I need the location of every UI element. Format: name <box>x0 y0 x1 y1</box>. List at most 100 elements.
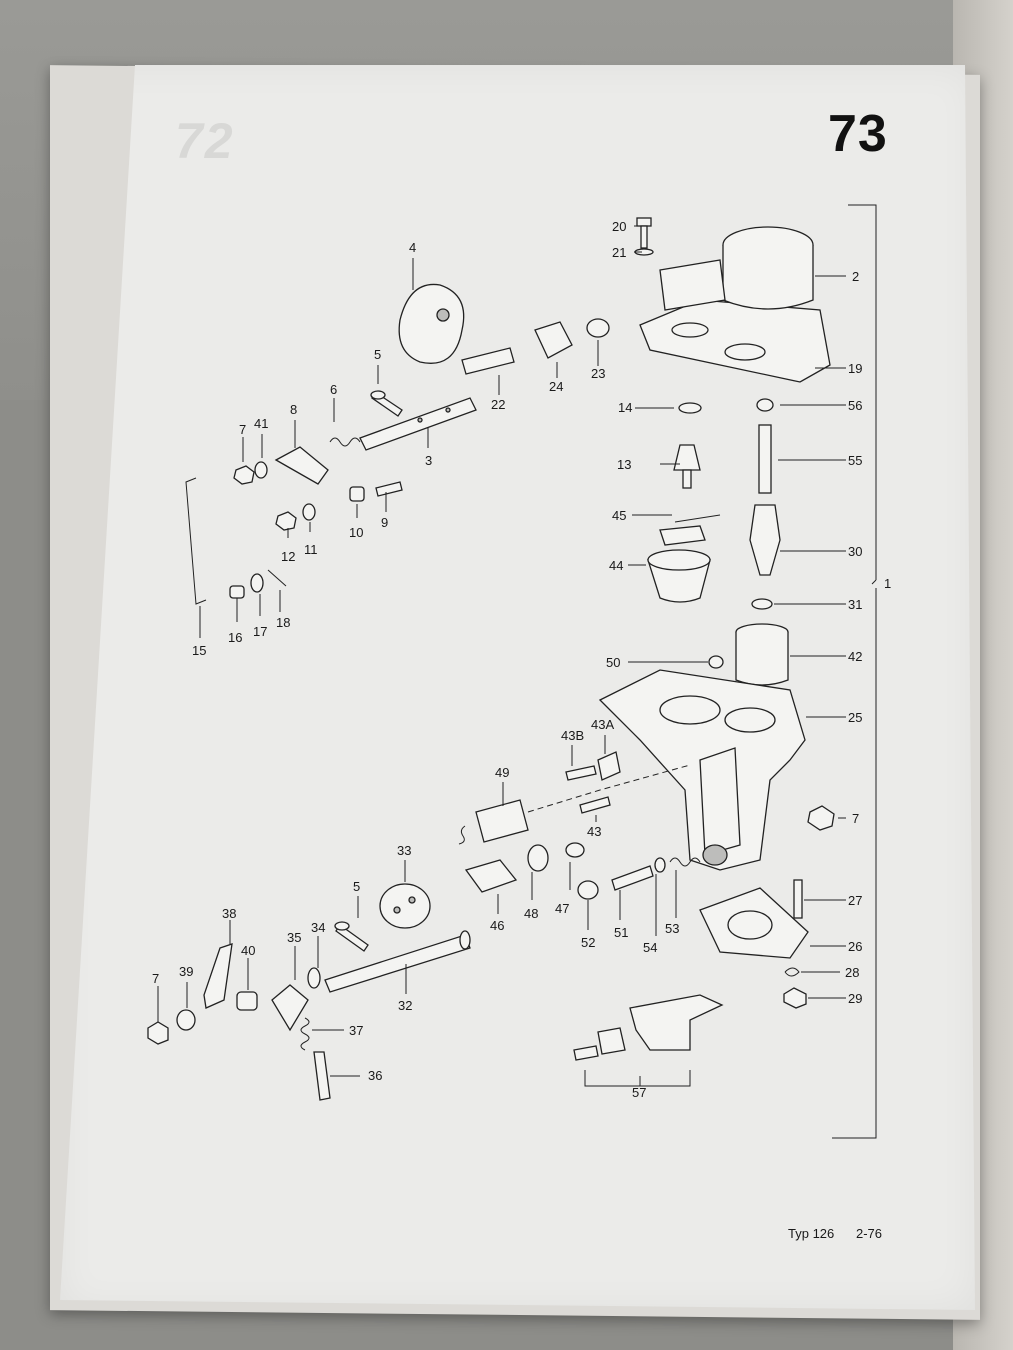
callout-14: 14 <box>618 400 632 415</box>
part-washer-39 <box>176 1009 196 1031</box>
callout-15: 15 <box>192 643 206 658</box>
part-gasket-26 <box>699 887 809 959</box>
part-nut-7-right <box>807 805 835 831</box>
callout-25: 25 <box>848 710 862 725</box>
part-rod-15 <box>185 477 207 605</box>
callout-12: 12 <box>281 549 295 564</box>
part-fitting-46 <box>464 859 518 893</box>
part-nut-7 <box>233 465 255 485</box>
callout-1: 1 <box>884 576 891 591</box>
part-screw-50 <box>708 655 724 669</box>
part-washer-17 <box>250 573 264 593</box>
part-cutoff-valve-49 <box>458 764 691 845</box>
callout-5: 5 <box>374 347 381 362</box>
callout-17: 17 <box>253 624 267 639</box>
callout-45: 45 <box>612 508 626 523</box>
callout-6: 6 <box>330 382 337 397</box>
part-washer-14 <box>678 402 702 414</box>
callout-30: 30 <box>848 544 862 559</box>
part-fitting-24 <box>534 321 573 359</box>
callout-28: 28 <box>845 965 859 980</box>
callout-55: 55 <box>848 453 862 468</box>
callout-16: 16 <box>228 630 242 645</box>
part-bush-40 <box>236 991 258 1011</box>
callout-37: 37 <box>349 1023 363 1038</box>
callout-20: 20 <box>612 219 626 234</box>
callout-57: 57 <box>632 1085 646 1100</box>
part-shaft-32 <box>324 930 471 993</box>
callout-32: 32 <box>398 998 412 1013</box>
footer-code: 2-76 <box>856 1226 883 1241</box>
callout-8: 8 <box>290 402 297 417</box>
part-spacer-16 <box>229 585 245 599</box>
callout-23: 23 <box>591 366 605 381</box>
part-screw-51 <box>611 865 654 891</box>
part-washer-28 <box>784 967 800 977</box>
callout-labels: 20 21 2 19 4 5 22 24 23 6 8 41 7 3 14 56… <box>152 219 891 1100</box>
part-jet-carrier-30 <box>749 504 781 576</box>
part-screw-20-21 <box>634 217 654 256</box>
callout-9: 9 <box>381 515 388 530</box>
callout-43B: 43B <box>561 728 584 743</box>
callout-22: 22 <box>491 397 505 412</box>
callout-51: 51 <box>614 925 628 940</box>
callout-3: 3 <box>425 453 432 468</box>
callout-35: 35 <box>287 930 301 945</box>
part-pin-45 <box>674 514 721 523</box>
callout-7-right: 7 <box>852 811 859 826</box>
callout-44: 44 <box>609 558 623 573</box>
callout-52: 52 <box>581 935 595 950</box>
callout-24: 24 <box>549 379 563 394</box>
callout-21: 21 <box>612 245 626 260</box>
footer-type: Typ 126 <box>788 1226 835 1241</box>
callout-33: 33 <box>397 843 411 858</box>
part-washer-31 <box>751 598 773 610</box>
part-screw-9 <box>375 481 403 497</box>
part-bush-10 <box>349 486 365 502</box>
part-nut-12 <box>275 511 297 531</box>
callout-43: 43 <box>587 824 601 839</box>
assembly-bracket <box>832 204 877 1139</box>
part-screw-43 <box>579 796 611 814</box>
callout-13: 13 <box>617 457 631 472</box>
part-cap-52 <box>577 880 599 900</box>
part-nut-29 <box>783 987 807 1009</box>
callout-7-lower: 7 <box>152 971 159 986</box>
part-washer-34 <box>307 967 321 989</box>
part-washer-48 <box>527 844 549 872</box>
part-jet-56 <box>756 398 774 412</box>
callout-7: 7 <box>239 422 246 437</box>
ghost-page-number: 72 <box>175 113 235 169</box>
part-ring-54 <box>654 857 666 873</box>
callout-34: 34 <box>311 920 325 935</box>
callout-54: 54 <box>643 940 657 955</box>
part-cup-42 <box>735 623 789 686</box>
callout-36: 36 <box>368 1068 382 1083</box>
part-screw-5-lower <box>334 921 369 952</box>
part-stud-27 <box>793 879 803 919</box>
callout-56: 56 <box>848 398 862 413</box>
part-spring-6 <box>329 437 361 447</box>
part-float-44 <box>647 525 711 603</box>
callout-48: 48 <box>524 906 538 921</box>
callout-47: 47 <box>555 901 569 916</box>
callout-11: 11 <box>304 542 318 557</box>
part-washer-11 <box>302 503 316 521</box>
callout-31: 31 <box>848 597 862 612</box>
callout-49: 49 <box>495 765 509 780</box>
callout-53: 53 <box>665 921 679 936</box>
part-washer-41 <box>254 461 268 479</box>
callout-18: 18 <box>276 615 290 630</box>
callout-19: 19 <box>848 361 862 376</box>
part-bracket-57 <box>573 994 724 1087</box>
callout-2: 2 <box>852 269 859 284</box>
catalog-page <box>60 65 975 1310</box>
callout-41: 41 <box>254 416 268 431</box>
part-carb-top <box>639 226 831 383</box>
callout-43A: 43A <box>591 717 614 732</box>
part-cap-23 <box>586 318 610 338</box>
part-disc-33 <box>379 883 431 929</box>
callout-50: 50 <box>606 655 620 670</box>
callout-5-lower: 5 <box>353 879 360 894</box>
part-nut-7-lower <box>147 1021 169 1045</box>
